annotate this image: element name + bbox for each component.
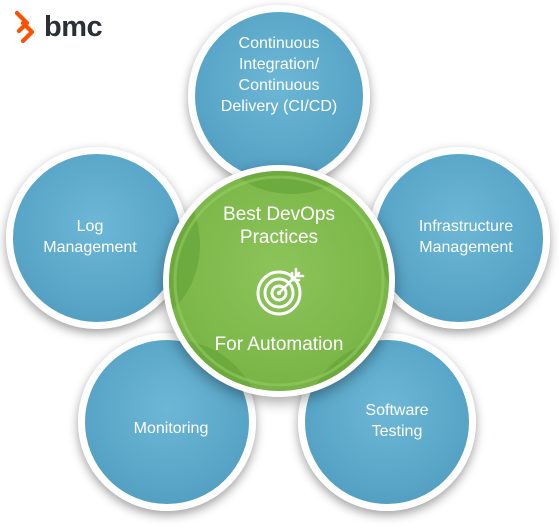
practice-ci-cd-line4: Delivery (CI/CD) bbox=[220, 97, 338, 115]
practice-log-line2: Management bbox=[43, 239, 137, 256]
center-title-line2: Practices bbox=[239, 227, 319, 249]
practice-infrastructure-label: Infrastructure Management bbox=[419, 217, 513, 259]
practice-monitoring-label: Monitoring bbox=[134, 419, 209, 440]
brand-name: bmc bbox=[44, 10, 103, 43]
center-subtitle: For Automation bbox=[214, 334, 344, 355]
practice-ci-cd-label: Continuous Integration/ Continuous Deliv… bbox=[221, 34, 337, 117]
center-title: Best DevOps Practices bbox=[169, 203, 389, 249]
practice-testing-line1: Software bbox=[365, 402, 429, 420]
practice-log-line1: Log bbox=[76, 218, 104, 236]
practice-infrastructure-line1: Infrastructure bbox=[418, 218, 514, 236]
practice-ci-cd-line2: Integration/ bbox=[238, 56, 320, 74]
center-title-line1: Best DevOps bbox=[223, 204, 335, 225]
practice-monitoring-line1: Monitoring bbox=[133, 419, 209, 437]
practice-log-management: Log Management bbox=[6, 147, 188, 329]
practice-testing-line2: Testing bbox=[371, 423, 423, 440]
center-circle: Best DevOps Practices For Automation bbox=[169, 171, 389, 391]
practice-software-testing-label: Software Testing bbox=[365, 401, 428, 443]
center-overlap-shading bbox=[169, 171, 389, 391]
practice-log-management-label: Log Management bbox=[43, 217, 136, 259]
practice-ci-cd-line1: Continuous bbox=[238, 35, 320, 53]
bmc-logo-icon bbox=[14, 10, 35, 44]
center-hub: Best DevOps Practices For Automation bbox=[163, 165, 395, 397]
practice-infrastructure-line2: Management bbox=[419, 239, 513, 256]
target-icon bbox=[256, 267, 305, 316]
practice-infrastructure-management: Infrastructure Management bbox=[368, 147, 550, 329]
practice-ci-cd-line3: Continuous bbox=[238, 77, 320, 94]
brand-logo: bmc bbox=[14, 9, 103, 45]
practice-ci-cd: Continuous Integration/ Continuous Deliv… bbox=[188, 5, 370, 187]
